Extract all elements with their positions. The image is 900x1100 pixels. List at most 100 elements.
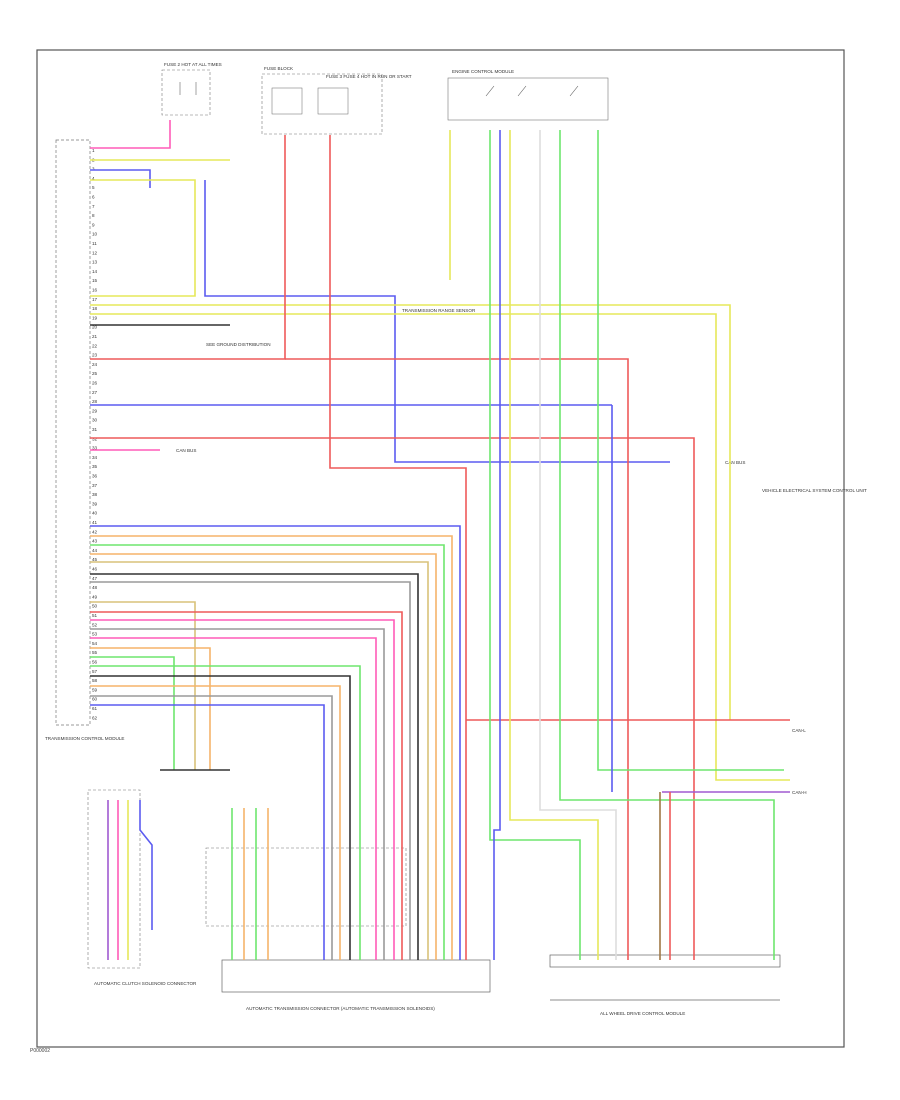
output-can-l-label: CAN-L bbox=[792, 728, 806, 733]
tcm-pin-number: 19 bbox=[92, 315, 98, 320]
tcm-pin-number: 37 bbox=[92, 483, 98, 488]
wire-black bbox=[90, 573, 419, 960]
wire-gray bbox=[90, 628, 385, 960]
tcm-label: TRANSMISSION CONTROL MODULE bbox=[45, 736, 124, 741]
wire-yellow bbox=[90, 313, 790, 781]
can-bus-right-label: CAN BUS bbox=[725, 460, 745, 465]
tcm-pin-number: 38 bbox=[92, 492, 98, 497]
fuse-hot-label: FUSE 2 HOT AT ALL TIMES bbox=[164, 62, 222, 67]
tcm-pin-number: 15 bbox=[92, 278, 98, 283]
wires bbox=[90, 120, 790, 960]
tcm-pin-number: 28 bbox=[92, 399, 98, 404]
automatic-transmission-connector: AUTOMATIC TRANSMISSION CONNECTOR (AUTOMA… bbox=[205, 847, 491, 1011]
engine-control-module-label: ENGINE CONTROL MODULE bbox=[452, 69, 514, 74]
wire-orange bbox=[90, 685, 341, 960]
tcm-pin-number: 41 bbox=[92, 520, 98, 525]
tcm-pin-number: 50 bbox=[92, 604, 98, 609]
tcm-pin-number: 44 bbox=[92, 548, 98, 553]
clutch-solenoid-label: AUTOMATIC CLUTCH SOLENOID CONNECTOR bbox=[94, 981, 197, 986]
tcm-pin-number: 34 bbox=[92, 455, 98, 460]
wire-green bbox=[90, 544, 445, 960]
tcm-pin-number: 14 bbox=[92, 269, 98, 274]
wire-red bbox=[90, 611, 403, 960]
wire-tan bbox=[90, 561, 429, 960]
tcm-pin-number: 23 bbox=[92, 353, 98, 358]
tcm-pin-number: 11 bbox=[92, 241, 97, 246]
wire-blue bbox=[90, 169, 151, 188]
range-sensor-label: TRANSMISSION RANGE SENSOR bbox=[402, 308, 476, 313]
tcm-pin-number: 40 bbox=[92, 511, 98, 516]
tcm-pin-number: 22 bbox=[92, 343, 98, 348]
tcm-pin-number: 12 bbox=[92, 250, 98, 255]
vehicle-control-unit-label: VEHICLE ELECTRICAL SYSTEM CONTROL UNIT bbox=[762, 488, 867, 493]
wire-red bbox=[329, 135, 467, 960]
wire-green bbox=[559, 130, 775, 960]
tcm-pin-number: 13 bbox=[92, 260, 98, 265]
fuse-block-left: FUSE 2 HOT AT ALL TIMES bbox=[161, 62, 222, 116]
tcm-pin-number: 4 bbox=[92, 176, 95, 181]
tcm-pin-number: 6 bbox=[92, 195, 95, 200]
transmission-connector-label: AUTOMATIC TRANSMISSION CONNECTOR (AUTOMA… bbox=[246, 1006, 435, 1011]
tcm-pin-number: 16 bbox=[92, 288, 98, 293]
wire-orange bbox=[90, 553, 437, 960]
wire-yellow bbox=[509, 130, 599, 960]
tcm-pin-number: 52 bbox=[92, 622, 98, 627]
tcm-pin-number: 45 bbox=[92, 557, 98, 562]
wire-black bbox=[90, 675, 351, 960]
tcm-pin-number: 55 bbox=[92, 650, 98, 655]
tcm-pin-number: 17 bbox=[92, 297, 98, 302]
tcm-pin-number: 3 bbox=[92, 167, 95, 172]
tcm-pin-number: 7 bbox=[92, 204, 95, 209]
wire-orange bbox=[90, 535, 453, 960]
tcm-pin-number: 46 bbox=[92, 567, 98, 572]
tcm-pin-labels: 1234567891011121314151617181920212223242… bbox=[92, 148, 98, 720]
wire-orange bbox=[90, 647, 211, 770]
tcm-pin-number: 49 bbox=[92, 594, 98, 599]
can-bus-left-label: CAN BUS bbox=[176, 448, 196, 453]
tcm-pin-number: 5 bbox=[92, 185, 95, 190]
wire-pink bbox=[90, 120, 171, 149]
output-can-h-label: CAN-H bbox=[792, 790, 807, 795]
wire-blue bbox=[204, 180, 670, 463]
tcm-pin-number: 24 bbox=[92, 362, 98, 367]
tcm-pin-number: 61 bbox=[92, 706, 98, 711]
tcm-pin-number: 36 bbox=[92, 474, 98, 479]
wire-green bbox=[90, 656, 175, 770]
tcm-pin-number: 43 bbox=[92, 539, 98, 544]
tcm-pin-number: 26 bbox=[92, 381, 98, 386]
tcm-pin-number: 9 bbox=[92, 222, 95, 227]
tcm-pin-number: 18 bbox=[92, 306, 98, 311]
wire-tan bbox=[90, 601, 196, 770]
tcm-pin-number: 21 bbox=[92, 334, 98, 339]
tcm-pin-number: 54 bbox=[92, 641, 98, 646]
figure-code: P000002 bbox=[30, 1048, 51, 1054]
tcm-pin-number: 53 bbox=[92, 632, 98, 637]
wire-green bbox=[597, 130, 784, 771]
tcm-pin-number: 42 bbox=[92, 529, 98, 534]
awd-module-label: ALL WHEEL DRIVE CONTROL MODULE bbox=[600, 1011, 685, 1016]
tcm-pin-number: 20 bbox=[92, 325, 98, 330]
tcm-pin-number: 29 bbox=[92, 408, 98, 413]
wire-blue bbox=[90, 704, 325, 960]
tcm-pin-number: 60 bbox=[92, 697, 98, 702]
wire-gray bbox=[90, 581, 411, 960]
wire-blue bbox=[139, 800, 153, 930]
fuse-block-label: FUSE BLOCK bbox=[264, 66, 294, 71]
tcm-pin-number: 30 bbox=[92, 418, 98, 423]
tcm-pin-number: 39 bbox=[92, 501, 98, 506]
wire-red bbox=[285, 358, 629, 960]
tcm-pin-number: 35 bbox=[92, 464, 98, 469]
wire-pink bbox=[90, 637, 377, 960]
tcm-pin-number: 1 bbox=[92, 148, 95, 153]
clutch-solenoid-connector: AUTOMATIC CLUTCH SOLENOID CONNECTOR bbox=[87, 789, 197, 986]
tcm-connector bbox=[55, 139, 91, 726]
fuse-block-center: FUSE BLOCK FUSE 3 FUSE 4 HOT IN RUN OR S… bbox=[261, 66, 412, 135]
wire-white bbox=[539, 130, 617, 960]
tcm-pin-number: 31 bbox=[92, 427, 98, 432]
diagram-frame bbox=[36, 49, 845, 1048]
wire-blue bbox=[493, 130, 501, 960]
tcm-pin-number: 10 bbox=[92, 232, 98, 237]
tcm-pin-number: 48 bbox=[92, 585, 98, 590]
tcm-pin-number: 56 bbox=[92, 660, 98, 665]
